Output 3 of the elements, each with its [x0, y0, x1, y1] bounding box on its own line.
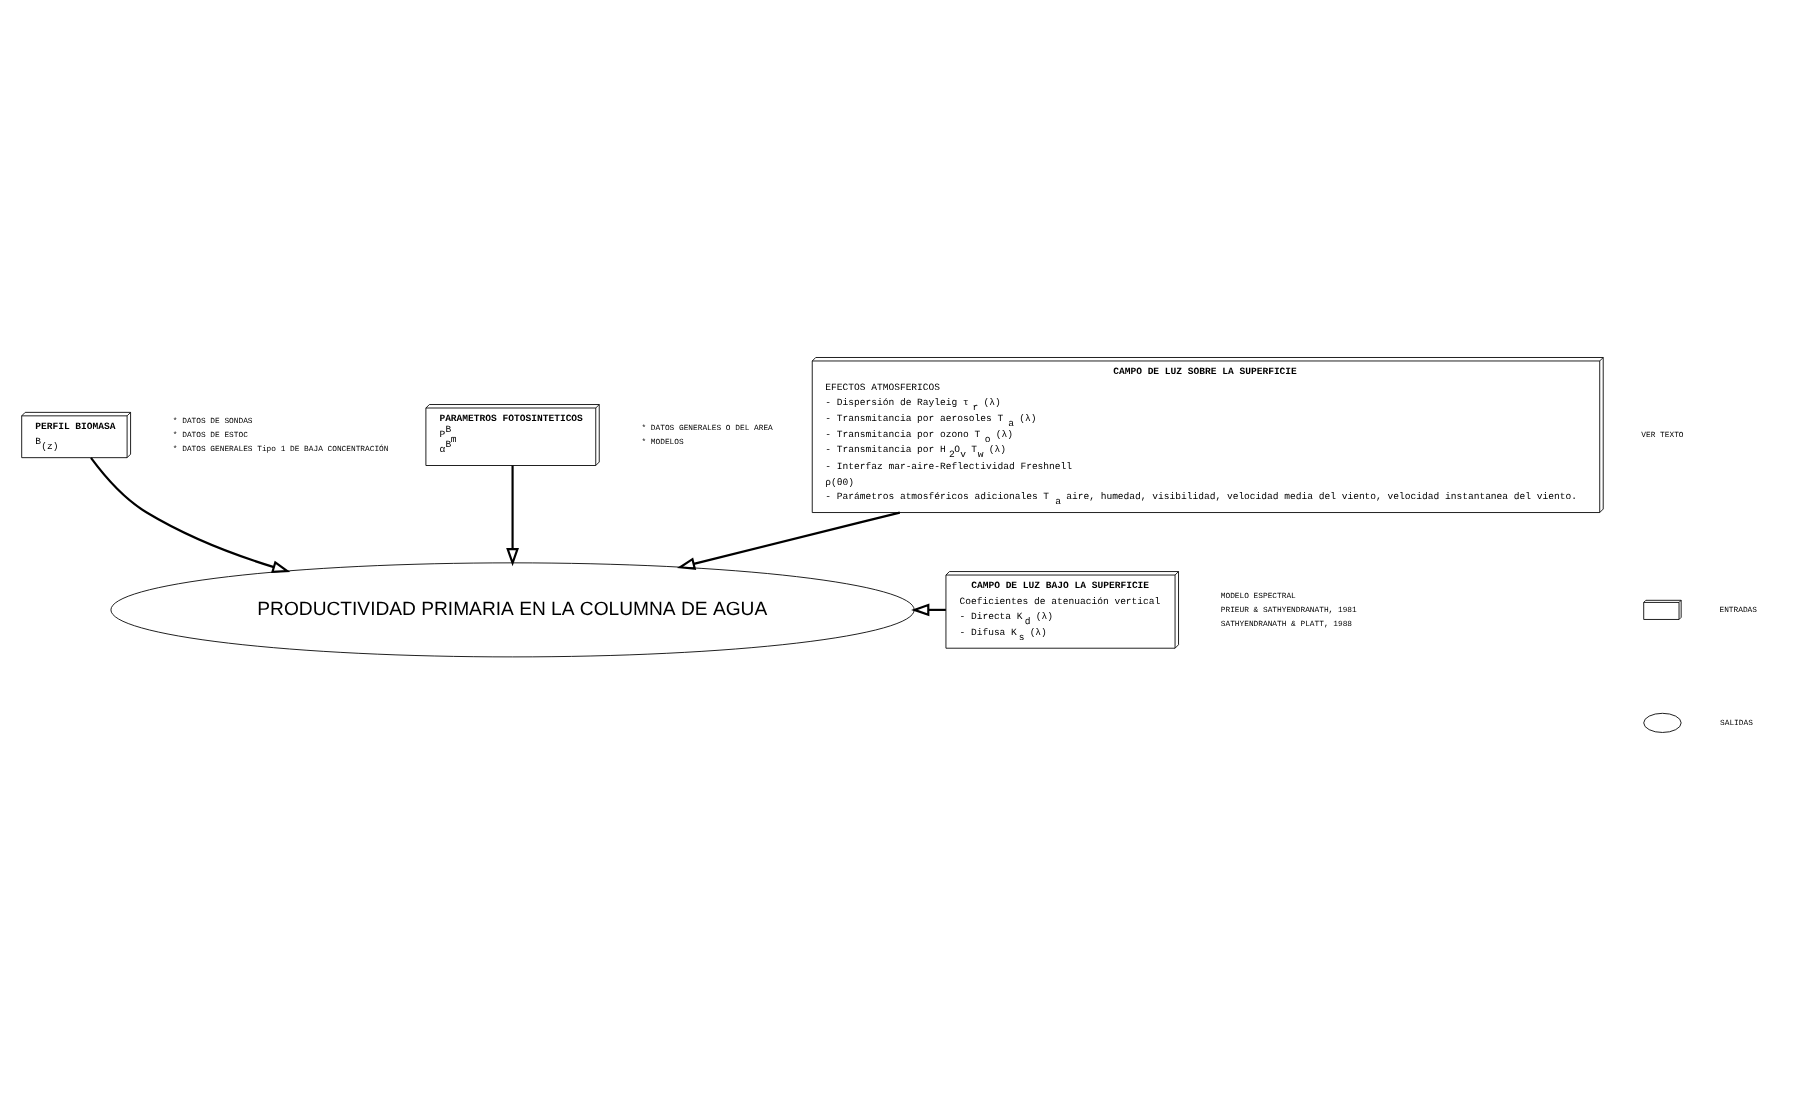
- arrow: [676, 510, 901, 569]
- arrow: [506, 464, 519, 566]
- arrow: [90, 456, 291, 572]
